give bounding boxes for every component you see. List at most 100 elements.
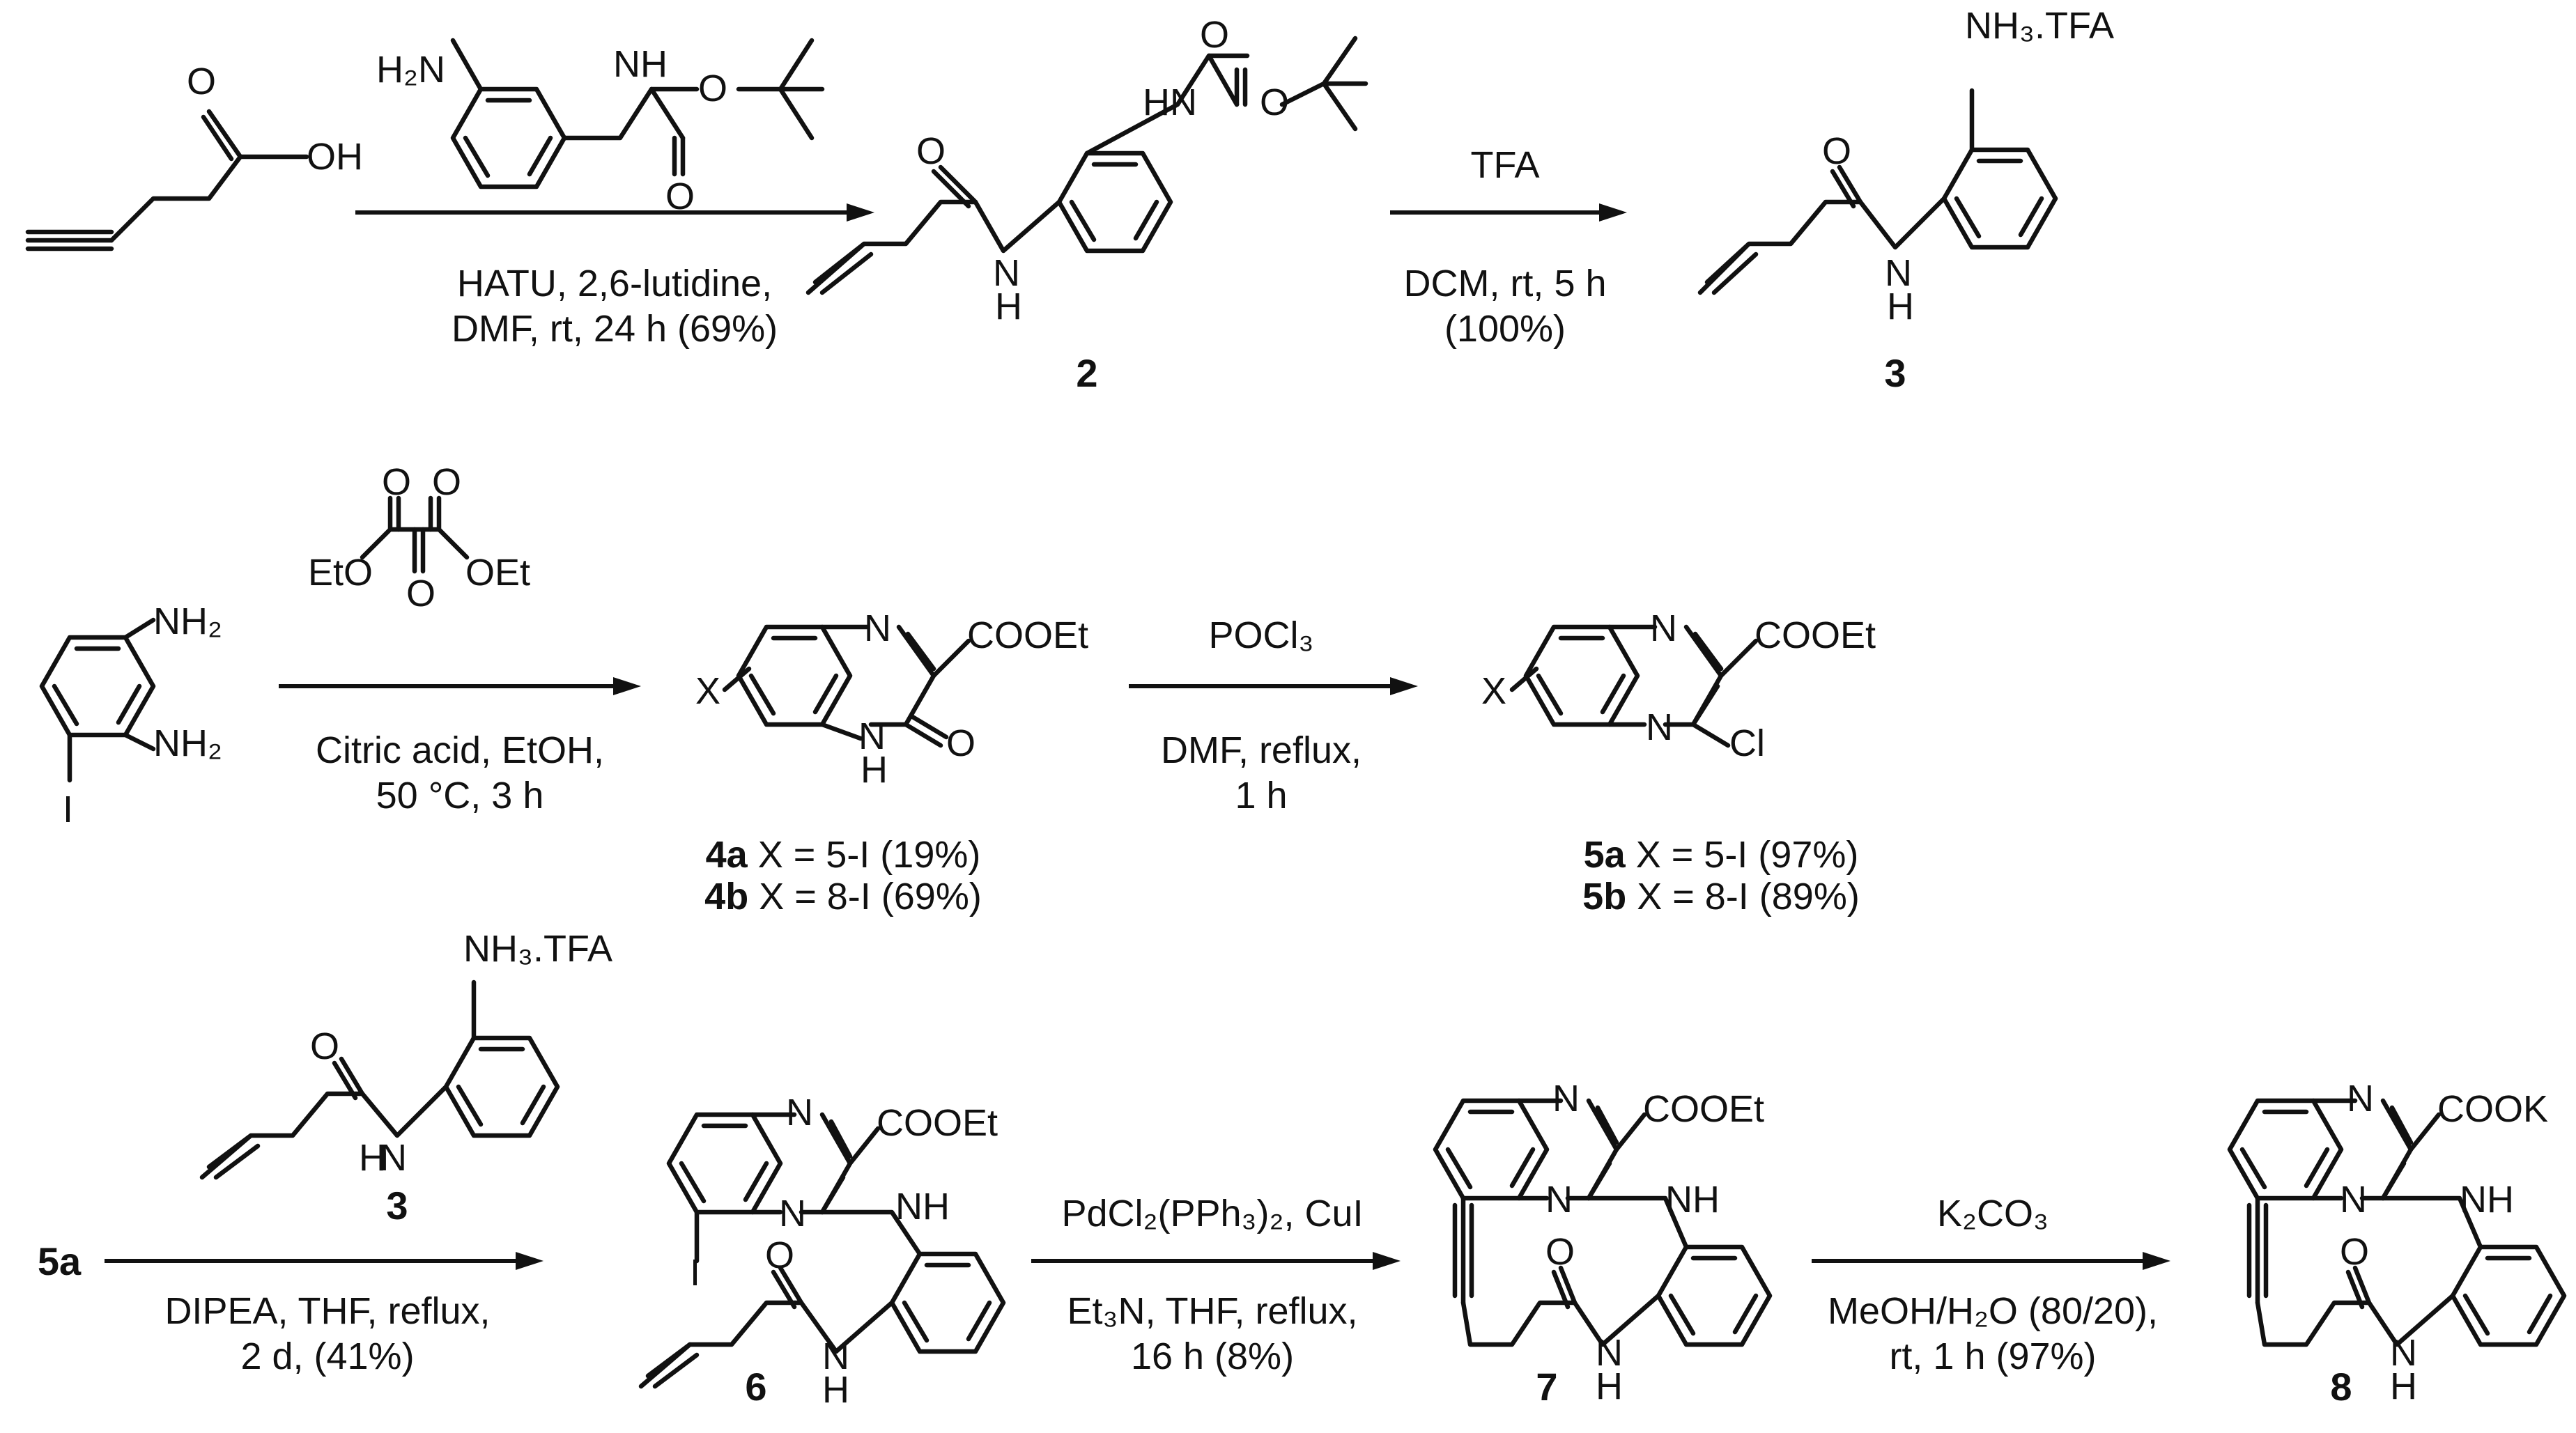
compound-6-label: 6: [745, 1365, 766, 1409]
atom-nh: NH: [2460, 1179, 2514, 1221]
atom-i: I: [690, 1252, 700, 1294]
compound-3-label: 3: [1884, 351, 1906, 395]
yield-text: X = 8-I (89%): [1626, 876, 1860, 917]
yield-5b: 5b X = 8-I (89%): [1582, 876, 1860, 917]
atom-n: N: [2390, 1332, 2417, 1374]
compound-7-label: 7: [1536, 1365, 1557, 1409]
atom-h: H: [2390, 1365, 2417, 1407]
atom-x: X: [695, 670, 720, 712]
atom-n: N: [1596, 1332, 1623, 1374]
condition-line-2: DMF, rt, 24 h (69%): [452, 308, 778, 350]
reaction-arrow-3: Citric acid, EtOH, 50 °C, 3 h: [279, 677, 641, 816]
condition-above: K₂CO₃: [1937, 1193, 2049, 1234]
yield-5a: 5a X = 5-I (97%): [1584, 834, 1859, 876]
atom-h2n: H₂N: [376, 49, 445, 91]
condition-line-2: 16 h (8%): [1131, 1335, 1294, 1377]
atom-n: N: [1650, 607, 1677, 649]
condition-line-2: 2 d, (41%): [240, 1335, 414, 1377]
reaction-arrow-4: POCl₃ DMF, reflux, 1 h: [1129, 614, 1418, 816]
condition-above: TFA: [1470, 144, 1539, 186]
condition-line-1: DMF, reflux,: [1161, 729, 1362, 771]
atom-cook: COOK: [2437, 1088, 2548, 1130]
compound-3-label: 3: [386, 1184, 408, 1227]
diethyl-ketomalonate-structure: EtO OEt O O O: [308, 461, 530, 614]
compound-2-label: 2: [1076, 351, 1097, 395]
compound-6-structure: N COOEt N NH I O N H 6: [638, 1092, 1006, 1411]
reaction-arrow-5: DIPEA, THF, reflux, 2 d, (41%): [105, 1252, 543, 1377]
reaction-arrow-7: K₂CO₃ MeOH/H₂O (80/20), rt, 1 h (97%): [1812, 1193, 2170, 1377]
atom-cooet: COOEt: [877, 1102, 998, 1144]
compound-id: 5b: [1582, 876, 1626, 917]
atom-nh2: NH₂: [153, 601, 222, 642]
atom-cl: Cl: [1729, 722, 1765, 764]
yield-4b: 4b X = 8-I (69%): [704, 876, 982, 917]
atom-cooet: COOEt: [1754, 614, 1876, 656]
atom-hn: HN: [1143, 82, 1197, 123]
atom-h: H: [1887, 286, 1914, 327]
compound-4-structure: N COOEt N H O X: [695, 607, 1088, 791]
atom-o: O: [406, 573, 435, 614]
compound-2-structure: HN O O O N H 2: [805, 14, 1368, 395]
atom-n: N: [779, 1193, 806, 1234]
condition-line-2: 50 °C, 3 h: [376, 775, 544, 816]
atom-o: O: [1822, 130, 1851, 172]
reaction-arrow-6: PdCl₂(PPh₃)₂, CuI Et₃N, THF, reflux, 16 …: [1031, 1193, 1401, 1377]
atom-o: O: [2340, 1231, 2369, 1273]
atom-h: H: [359, 1137, 386, 1179]
yield-text: X = 5-I (97%): [1626, 834, 1859, 876]
compound-id: 4b: [704, 876, 748, 917]
atom-n: N: [858, 715, 886, 757]
atom-n: N: [2340, 1179, 2367, 1221]
atom-o: O: [432, 461, 461, 503]
atom-o: O: [765, 1234, 794, 1276]
atom-i: I: [63, 789, 73, 830]
atom-n: N: [1646, 706, 1673, 748]
atom-o: O: [1545, 1231, 1575, 1273]
atom-o: O: [1260, 82, 1289, 123]
condition-line-1: Et₃N, THF, reflux,: [1067, 1290, 1357, 1332]
atom-oet: OEt: [465, 552, 530, 594]
pentynoic-acid-structure: O OH: [25, 61, 363, 251]
atom-n: N: [1545, 1179, 1573, 1221]
atom-eto: EtO: [308, 552, 373, 594]
atom-n: N: [380, 1137, 407, 1179]
atom-n: N: [2347, 1078, 2374, 1120]
condition-line-1: DCM, rt, 5 h: [1403, 263, 1606, 304]
condition-line-2: rt, 1 h (97%): [1889, 1335, 2096, 1377]
atom-n: N: [1552, 1078, 1580, 1120]
condition-line-2: (100%): [1444, 308, 1566, 350]
condition-line-1: DIPEA, THF, reflux,: [164, 1290, 490, 1332]
atom-h: H: [861, 749, 888, 791]
atom-nh3tfa: NH₃.TFA: [1965, 5, 2114, 47]
condition-above: PdCl₂(PPh₃)₂, CuI: [1061, 1193, 1363, 1234]
condition-line-2: 1 h: [1235, 775, 1287, 816]
atom-nh: NH: [1665, 1179, 1720, 1221]
boc-phenylenediamine-structure: H₂N NH O O: [376, 38, 825, 217]
atom-o: O: [698, 68, 727, 109]
atom-n: N: [822, 1335, 849, 1377]
condition-line-1: MeOH/H₂O (80/20),: [1828, 1290, 2158, 1332]
atom-o: O: [1200, 14, 1229, 56]
compound-id: 4a: [706, 834, 748, 876]
atom-o: O: [310, 1025, 339, 1067]
compound-8-label: 8: [2330, 1365, 2352, 1409]
iodo-phenylenediamine-structure: NH₂ NH₂ I: [39, 601, 222, 830]
compound-5a-label: 5a: [38, 1239, 82, 1283]
yield-text: X = 5-I (19%): [748, 834, 981, 876]
reaction-arrow-2: TFA DCM, rt, 5 h (100%): [1390, 144, 1627, 350]
atom-cooet: COOEt: [967, 614, 1088, 656]
atom-h: H: [995, 286, 1022, 327]
atom-o: O: [382, 461, 411, 503]
condition-above: POCl₃: [1208, 614, 1313, 656]
compound-3-structure: NH₃.TFA O N H 3: [1697, 5, 2114, 395]
compound-7-structure: N COOEt N NH O N H 7: [1433, 1078, 1773, 1409]
compound-8-structure: N COOK N NH O N H 8: [2227, 1078, 2567, 1409]
condition-line-1: HATU, 2,6-lutidine,: [457, 263, 772, 304]
atom-n: N: [993, 252, 1020, 294]
atom-h: H: [1596, 1365, 1623, 1407]
atom-oh: OH: [307, 136, 363, 178]
atom-n: N: [786, 1092, 813, 1133]
atom-n: N: [864, 607, 891, 649]
atom-cooet: COOEt: [1643, 1088, 1764, 1130]
